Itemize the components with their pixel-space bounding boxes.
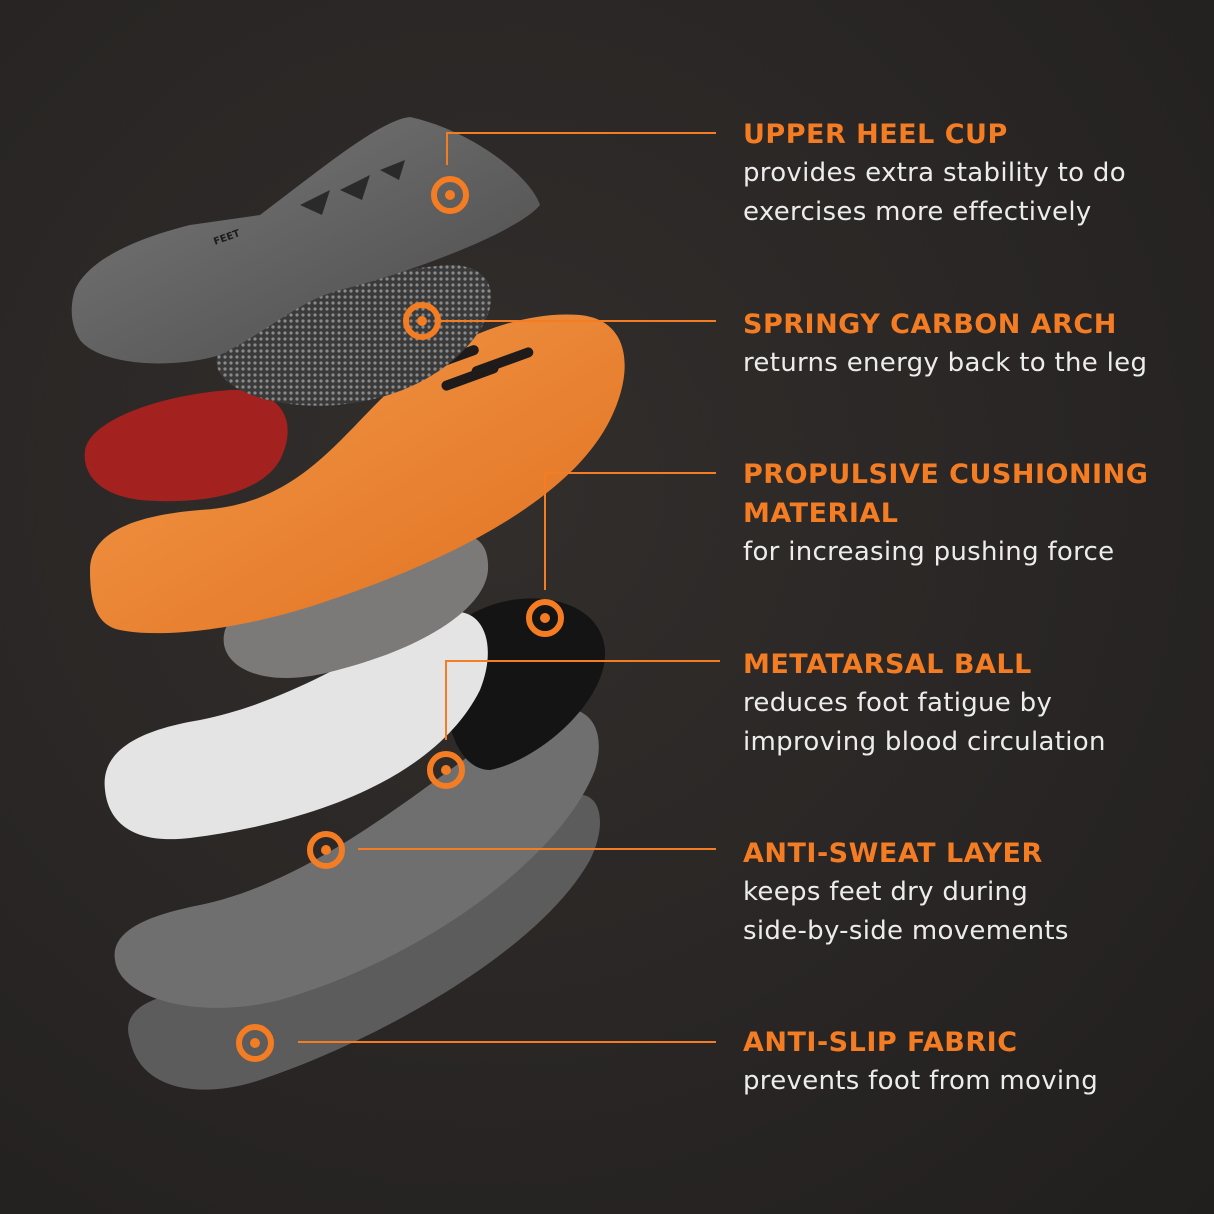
callout-text: returns energy back to the leg — [743, 348, 1148, 378]
target-marker-icon — [427, 751, 465, 789]
callout-anti-sweat-layer: ANTI-SWEAT LAYER keeps feet dry during s… — [743, 834, 1069, 951]
gray-foam-layer — [223, 532, 489, 678]
callout-text: for increasing pushing force — [743, 537, 1115, 567]
marker-icons — [236, 176, 564, 1062]
upper-heel-cup — [71, 117, 540, 364]
red-heel-pad — [84, 389, 288, 502]
anti-sweat-layer — [114, 708, 599, 1008]
heel-cup-cutouts — [300, 160, 405, 215]
target-marker-icon — [431, 176, 469, 214]
callout-title-line2: MATERIAL — [743, 498, 899, 529]
callout-upper-heel-cup: UPPER HEEL CUP provides extra stability … — [743, 115, 1126, 232]
callout-text: provides extra stability to do — [743, 158, 1126, 188]
callout-text: keeps feet dry during — [743, 877, 1029, 907]
callout-propulsive-cushioning: PROPULSIVE CUSHIONING MATERIAL for incre… — [743, 455, 1148, 572]
target-marker-icon — [236, 1024, 274, 1062]
target-marker-icon — [526, 599, 564, 637]
callout-metatarsal-ball: METATARSAL BALL reduces foot fatigue by … — [743, 645, 1106, 762]
leader-lines — [298, 132, 720, 1043]
carbon-arch-layer — [216, 265, 492, 406]
white-cushion-layer — [104, 611, 488, 840]
callout-text: reduces foot fatigue by — [743, 688, 1053, 718]
callout-text: side-by-side movements — [743, 916, 1069, 946]
callout-title: UPPER HEEL CUP — [743, 119, 1008, 150]
callout-title: METATARSAL BALL — [743, 649, 1032, 680]
callout-anti-slip-fabric: ANTI-SLIP FABRIC prevents foot from movi… — [743, 1023, 1098, 1101]
callout-title: PROPULSIVE CUSHIONING — [743, 459, 1149, 490]
callout-text: improving blood circulation — [743, 727, 1106, 757]
propulsive-cushioning-layer — [90, 314, 625, 634]
callout-title: ANTI-SWEAT LAYER — [743, 838, 1043, 869]
callout-title: SPRINGY CARBON ARCH — [743, 309, 1117, 340]
callout-text: exercises more effectively — [743, 197, 1092, 227]
target-marker-icon — [403, 302, 441, 340]
callout-text: prevents foot from moving — [743, 1066, 1099, 1096]
callout-springy-carbon-arch: SPRINGY CARBON ARCH returns energy back … — [743, 305, 1147, 383]
target-marker-icon — [307, 831, 345, 869]
callout-title: ANTI-SLIP FABRIC — [743, 1027, 1018, 1058]
